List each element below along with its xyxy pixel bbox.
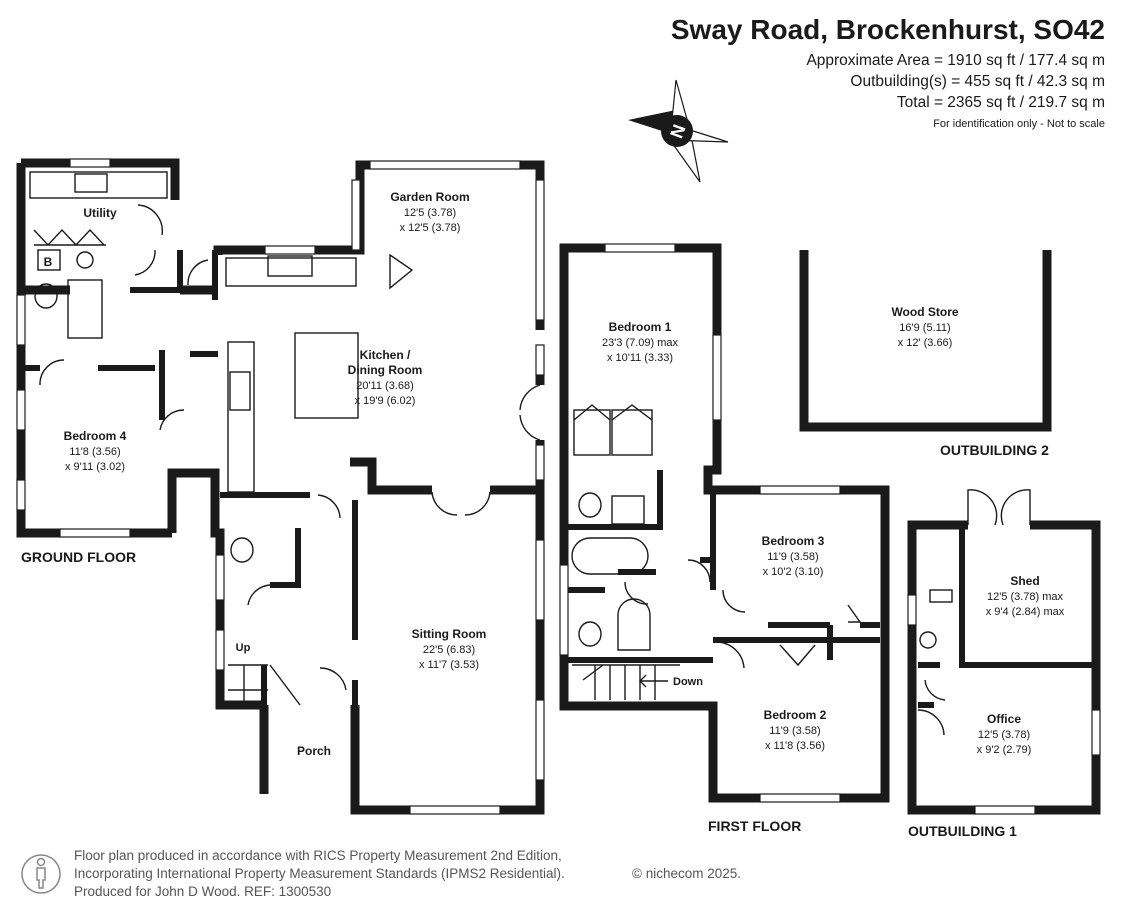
wood-store-dim1: 16'9 (5.11): [899, 322, 950, 334]
bedroom2-dim2: x 11'8 (3.56): [765, 740, 825, 752]
bedroom2-dim1: 11'9 (3.58): [769, 725, 820, 737]
person-icon: [21, 854, 61, 894]
bedroom4-name: Bedroom 4: [64, 429, 127, 443]
compass-rose: N: [628, 79, 729, 183]
outbuilding2-label: OUTBUILDING 2: [940, 442, 1049, 458]
bedroom3-name: Bedroom 3: [762, 534, 825, 548]
bedroom4-dim1: 11'8 (3.56): [69, 446, 120, 458]
garden-room-dim2: x 12'5 (3.78): [400, 222, 461, 234]
stairs-down-label: Down: [673, 676, 703, 688]
stairs-up-label: Up: [236, 642, 251, 654]
garden-room-dim1: 12'5 (3.78): [404, 207, 456, 219]
office-dim2: x 9'2 (2.79): [977, 744, 1032, 756]
shed-dim2: x 9'4 (2.84) max: [986, 606, 1065, 618]
ground-floor-walls: [16, 158, 545, 815]
bedroom1-name: Bedroom 1: [609, 320, 672, 334]
porch-name: Porch: [297, 744, 331, 758]
sitting-room-dim1: 22'5 (6.83): [423, 644, 475, 656]
kitchen-name2: Dining Room: [348, 363, 423, 377]
office-name: Office: [987, 712, 1021, 726]
sitting-room-dim2: x 11'7 (3.53): [419, 659, 479, 671]
first-floor-windows: [559, 243, 841, 803]
shed-dim1: 12'5 (3.78) max: [987, 591, 1064, 603]
outbuilding1-windows: [907, 594, 1101, 815]
outbuilding1-fittings: [917, 489, 1031, 736]
boiler-label: B: [44, 255, 53, 269]
bedroom3-dim1: 11'9 (3.58): [767, 551, 818, 563]
kitchen-dim2: x 19'9 (6.02): [355, 395, 416, 407]
garden-room-name: Garden Room: [390, 190, 469, 204]
sitting-room-name: Sitting Room: [412, 627, 487, 641]
first-floor-interior: [564, 470, 880, 663]
bedroom4-dim2: x 9'11 (3.02): [65, 461, 125, 473]
floor-labels: GROUND FLOOR FIRST FLOOR OUTBUILDING 1 O…: [21, 442, 1049, 839]
ground-floor-interior: [21, 250, 358, 705]
kitchen-name1: Kitchen /: [360, 348, 411, 362]
compass-letter: N: [666, 122, 689, 141]
office-dim1: 12'5 (3.78): [978, 729, 1030, 741]
footer-line2: Incorporating International Property Mea…: [74, 866, 565, 881]
utility-name: Utility: [83, 206, 117, 220]
address-title: Sway Road, Brockenhurst, SO42: [670, 14, 1105, 45]
copyright: © nichecom 2025.: [632, 866, 742, 881]
outbuilding1-interior: [918, 525, 1096, 708]
ground-floor-label: GROUND FLOOR: [21, 549, 136, 565]
wood-store-dim2: x 12' (3.66): [898, 337, 953, 349]
outbuilding2-walls: [799, 250, 1052, 432]
room-labels: Utility B Garden Room 12'5 (3.78) x 12'5…: [44, 190, 1065, 758]
outbuildings-area: Outbuilding(s) = 455 sq ft / 42.3 sq m: [850, 73, 1105, 90]
first-floor-label: FIRST FLOOR: [708, 818, 801, 834]
approx-area: Approximate Area = 1910 sq ft / 177.4 sq…: [806, 52, 1105, 69]
total-area: Total = 2365 sq ft / 219.7 sq m: [896, 94, 1105, 111]
footer-line3: Produced for John D Wood. REF: 1300530: [74, 884, 332, 899]
first-floor-fittings: [571, 404, 862, 700]
bedroom1-dim1: 23'3 (7.09) max: [602, 337, 679, 349]
bedroom2-name: Bedroom 2: [764, 708, 827, 722]
ground-floor-windows: [16, 158, 545, 815]
shed-name: Shed: [1010, 574, 1039, 588]
outbuilding1-label: OUTBUILDING 1: [908, 823, 1017, 839]
kitchen-dim1: 20'11 (3.68): [356, 380, 414, 392]
bedroom1-dim2: x 10'11 (3.33): [607, 352, 673, 364]
disclaimer: For identification only - Not to scale: [933, 118, 1105, 130]
footer-line1: Floor plan produced in accordance with R…: [74, 848, 562, 863]
ground-floor-fittings: [29, 171, 541, 706]
wood-store-name: Wood Store: [891, 305, 958, 319]
bedroom3-dim2: x 10'2 (3.10): [763, 566, 824, 578]
